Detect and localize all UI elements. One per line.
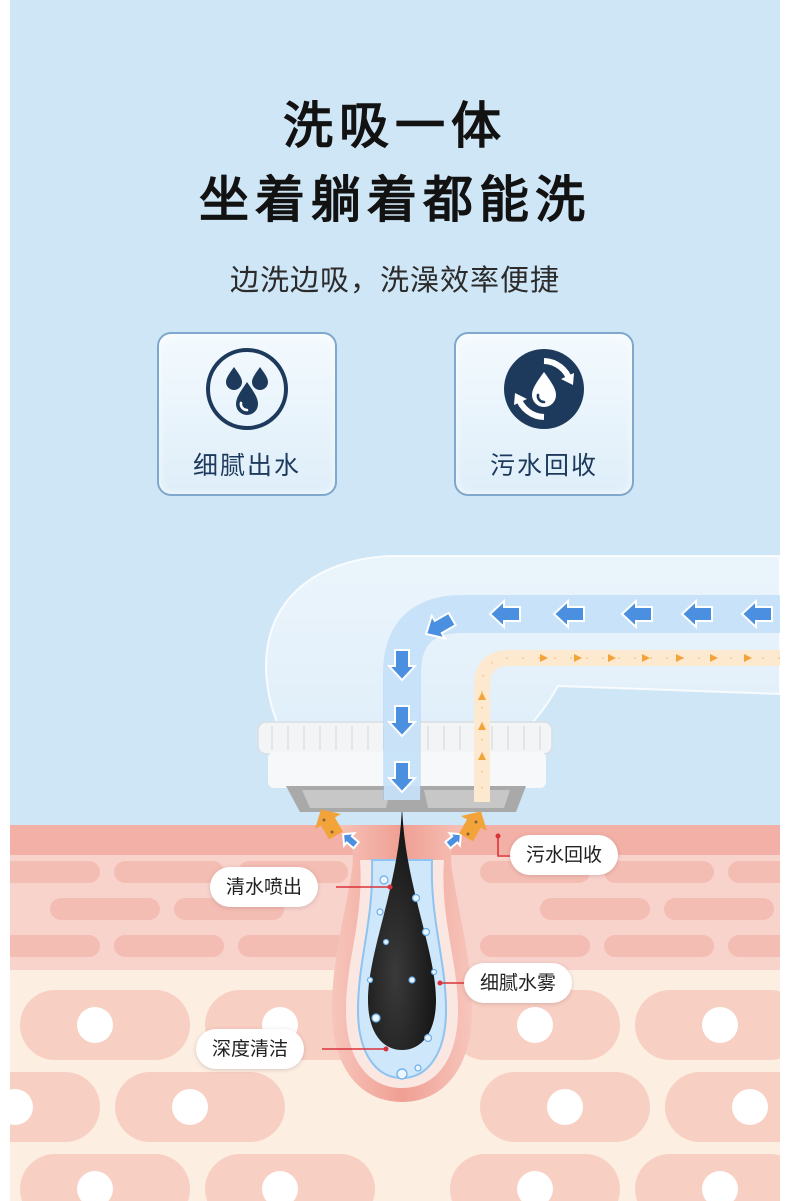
headline-line-2: 坐着躺着都能洗 <box>199 171 591 229</box>
callout-clean-water-out: 清水喷出 <box>210 867 319 907</box>
shower-head-skin-diagram <box>10 555 780 1201</box>
feature-card-fine-water: 细腻出水 <box>157 332 337 496</box>
callout-fine-mist: 细腻水雾 <box>464 963 573 1003</box>
dirty-water-flow-arrows <box>315 654 752 842</box>
feature-label-dirty-water-recovery: 污水回收 <box>489 451 598 480</box>
headline-line-1: 洗吸一体 <box>283 97 507 155</box>
shower-head <box>257 555 780 812</box>
recycle-drop-icon <box>504 349 584 429</box>
feature-card-dirty-water-recovery: 污水回收 <box>454 332 634 496</box>
callout-deep-clean: 深度清洁 <box>196 1029 305 1069</box>
hair-follicle <box>328 802 476 1102</box>
feature-label-fine-water: 细腻出水 <box>192 451 301 480</box>
dirty-water-channel <box>474 650 780 802</box>
clean-water-flow-arrows <box>342 598 773 850</box>
subheadline: 边洗边吸，洗澡效率便捷 <box>229 263 560 297</box>
callout-dirty-water-recovery: 污水回收 <box>510 835 619 875</box>
product-page: 洗吸一体 坐着躺着都能洗 边洗边吸，洗澡效率便捷 细腻出水 污水回收 <box>10 0 780 1201</box>
water-drops-icon <box>206 348 288 430</box>
